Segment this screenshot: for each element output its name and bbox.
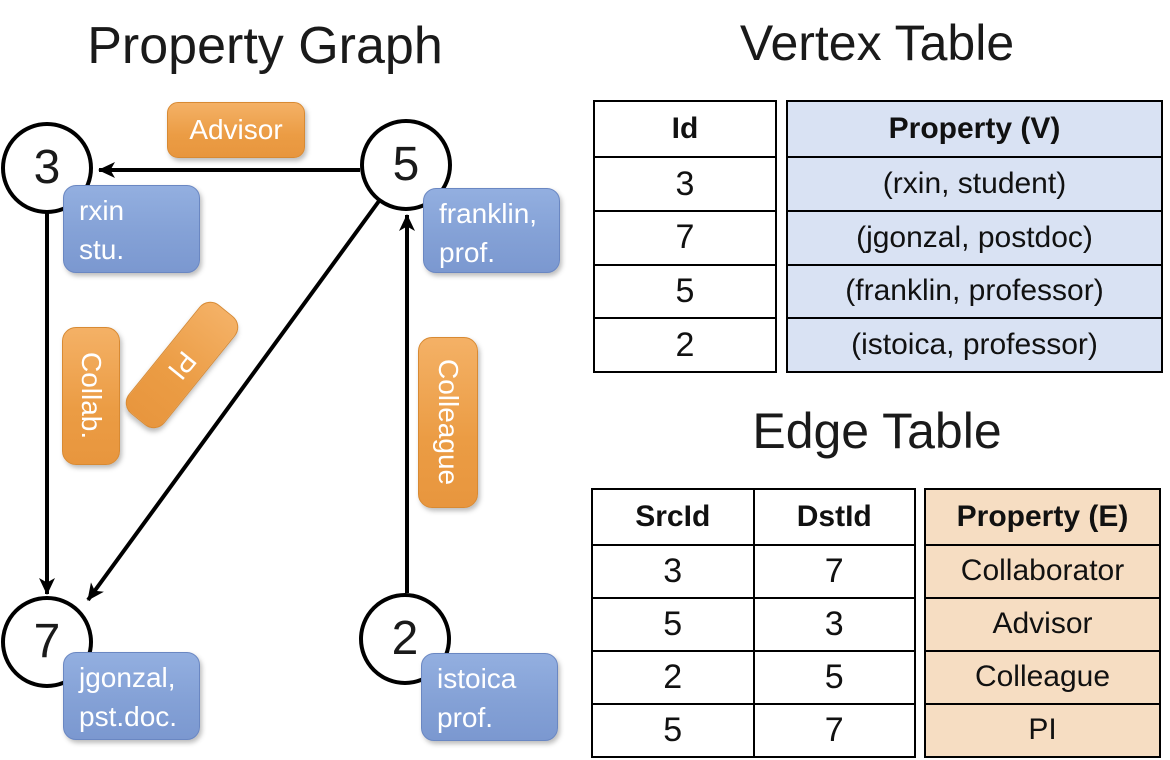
edge-table-header-property: Property (E) [956, 499, 1129, 533]
edge-label-colleague: Colleague [418, 337, 478, 508]
table-cell: 7 [752, 704, 915, 757]
table-cell: 3 [663, 551, 683, 590]
table-cell: 5 [663, 604, 683, 643]
edge-line-pi-5-to-7 [86, 199, 381, 602]
table-cell: (jgonzal, postdoc) [788, 209, 1161, 264]
vertex-property-line: prof. [437, 702, 494, 733]
vertex-table: Id 3 7 5 2 Property (V) (rxin, student) … [593, 100, 1163, 373]
vertex-table-property-column: Property (V) (rxin, student) (jgonzal, p… [786, 100, 1163, 373]
vertex-table-id-column: Id 3 7 5 2 [593, 100, 777, 373]
table-cell: 3 [595, 156, 775, 210]
table-cell: PI [926, 702, 1159, 756]
vertex-property-line: prof. [439, 237, 496, 268]
table-cell: 2 [595, 317, 775, 371]
vertex-property-box-5: franklin, prof. [423, 188, 560, 273]
node-circle-5 [360, 119, 452, 211]
table-cell: (franklin, professor) [788, 263, 1161, 318]
edge-table-header-dstid: DstId [752, 490, 915, 544]
vertex-property-box-3: rxin stu. [63, 185, 200, 273]
node-id-2: 2 [391, 612, 419, 665]
edge-table-header-srcid: SrcId [635, 499, 711, 533]
table-cell: Advisor [926, 596, 1159, 650]
table-cell: 5 [595, 263, 775, 318]
table-cell: (istoica, professor) [788, 317, 1161, 371]
vertex-property-line: istoica [437, 663, 517, 694]
table-cell: 7 [595, 209, 775, 264]
vertex-property-box-7: jgonzal, pst.doc. [63, 652, 200, 740]
table-cell: (rxin, student) [788, 156, 1161, 210]
table-cell: 7 [752, 545, 915, 597]
vertex-property-box-2: istoica prof. [421, 653, 558, 741]
table-cell: Colleague [926, 649, 1159, 703]
vertex-property-line: jgonzal, [79, 662, 176, 693]
vertex-table-header-property: Property (V) [888, 112, 1061, 146]
table-cell: Collaborator [926, 543, 1159, 597]
vertex-property-line: franklin, [439, 198, 538, 229]
node-id-3: 3 [33, 141, 61, 194]
vertex-property-line: rxin [79, 195, 125, 226]
vertex-property-line: pst.doc. [79, 701, 178, 732]
vertex-table-header-id: Id [671, 112, 699, 146]
vertex-table-title: Vertex Table [739, 15, 1015, 71]
edge-label-collab: Collab. [62, 327, 120, 465]
table-cell: 2 [663, 657, 683, 696]
table-cell: 3 [752, 598, 915, 650]
edge-table: SrcId DstId 3 7 5 3 2 5 5 7 Property (E)… [591, 488, 1161, 758]
table-cell: 5 [752, 651, 915, 703]
node-id-7: 7 [33, 615, 61, 668]
edge-table-title: Edge Table [752, 403, 1002, 459]
node-id-5: 5 [392, 138, 420, 191]
edge-table-id-columns: SrcId DstId 3 7 5 3 2 5 5 7 [591, 488, 916, 758]
edge-label-advisor: Advisor [167, 102, 305, 158]
edge-table-property-column: Property (E) Collaborator Advisor Collea… [924, 488, 1161, 758]
vertex-property-line: stu. [79, 234, 125, 265]
table-cell: 5 [663, 710, 683, 749]
property-graph-title: Property Graph [87, 17, 443, 75]
